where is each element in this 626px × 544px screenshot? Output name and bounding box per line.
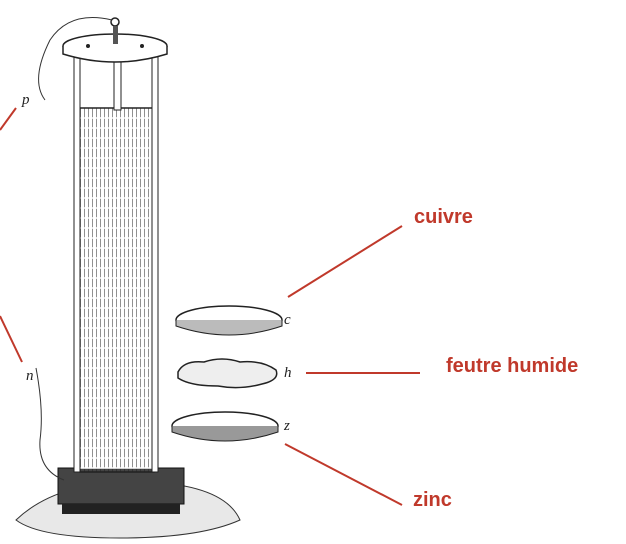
copper-label: cuivre [414,206,473,229]
felt-disc [178,359,277,388]
felt-letter: h [284,365,292,382]
p-pointer-line [0,108,16,130]
zinc-disc [172,412,278,441]
top-plate [63,18,167,62]
wire-bottom [36,368,64,480]
zinc-label: zinc [413,489,452,512]
zinc-pointer-line [285,444,402,505]
n-pointer-line [0,316,22,362]
copper-pointer-line [288,226,402,297]
copper-disc [176,306,282,335]
zinc-letter: z [284,418,290,435]
disc-stack [80,108,154,472]
felt-label: feutre humide [446,355,578,378]
copper-letter: c [284,312,291,329]
pile-base [16,468,240,538]
terminal-n-letter: n [26,368,34,385]
terminal-p-letter: p [22,92,30,109]
